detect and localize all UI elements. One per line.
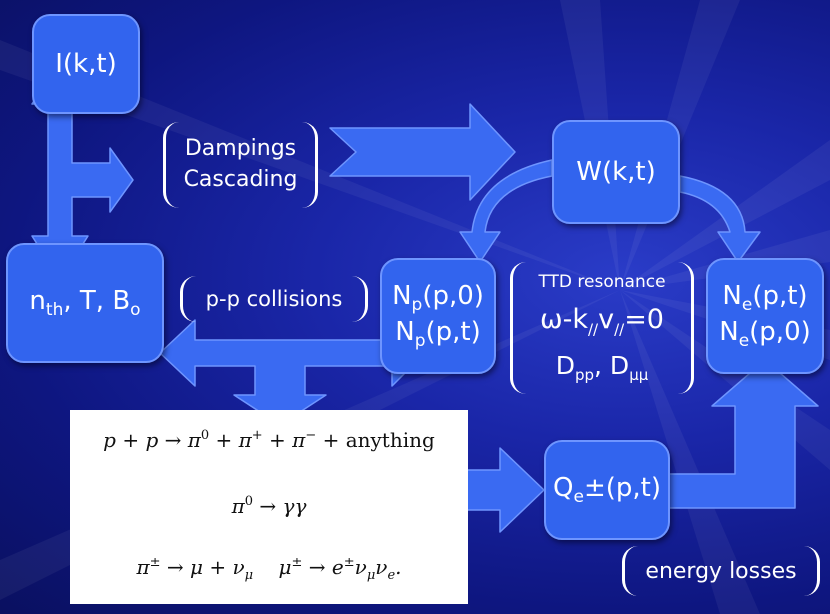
node-ne-line2: Ne(p,0) [719, 317, 811, 351]
node-i-kt[interactable]: I(k,t) [32, 14, 140, 114]
arrow-qe-to-ne [667, 359, 819, 509]
node-w-kt-label: W(k,t) [576, 156, 656, 187]
curved-arrow-w-np [459, 159, 553, 263]
node-nth-label: nth, T, Bo [29, 285, 141, 320]
node-np-line2: Np(p,t) [395, 317, 481, 351]
node-ne[interactable]: Ne(p,t) Ne(p,0) [706, 258, 824, 374]
equation-pp-reaction: p + p → π0 + π+ + π− + anything [103, 428, 435, 452]
node-nth-t-b0[interactable]: nth, T, Bo [6, 243, 164, 363]
energy-losses-label: energy losses [622, 546, 820, 596]
equation-pion-muon-decay: π± → μ + νμ μ± → e±νμνe. [136, 555, 402, 583]
pp-collisions-label: p-p collisions [180, 276, 368, 322]
energy-losses-text: energy losses [645, 558, 797, 584]
reaction-equations-panel: p + p → π0 + π+ + π− + anything π0 → γγ … [70, 410, 468, 604]
ttd-title: TTD resonance [538, 272, 666, 293]
curved-arrow-w-ne [679, 175, 761, 263]
vertical-double-arrow [31, 59, 134, 281]
equation-pi0-decay: π0 → γγ [231, 494, 307, 518]
cascading-text: Cascading [183, 167, 298, 192]
ttd-resonance-label: TTD resonance ω-k//v//=0 Dpp, Dμμ [510, 262, 694, 394]
node-ne-line1: Ne(p,t) [722, 280, 808, 315]
dampings-text: Dampings [184, 136, 297, 162]
horizontal-double-arrow [159, 319, 426, 426]
arrow-to-w [329, 103, 516, 201]
node-qe[interactable]: Qe±(p,t) [544, 440, 670, 540]
node-qe-label: Qe±(p,t) [553, 472, 661, 507]
pp-collisions-text: p-p collisions [205, 287, 343, 311]
ttd-dispersion-eq: ω-k//v//=0 [539, 304, 664, 339]
node-np-line1: Np(p,0) [392, 280, 484, 315]
node-np[interactable]: Np(p,0) Np(p,t) [380, 258, 496, 374]
node-i-kt-label: I(k,t) [55, 48, 117, 79]
ttd-diffusion-coeffs: Dpp, Dμμ [555, 350, 649, 384]
arrow-to-qe [465, 447, 545, 533]
node-w-kt[interactable]: W(k,t) [552, 120, 680, 224]
dampings-cascading-label: Dampings Cascading [163, 122, 318, 208]
